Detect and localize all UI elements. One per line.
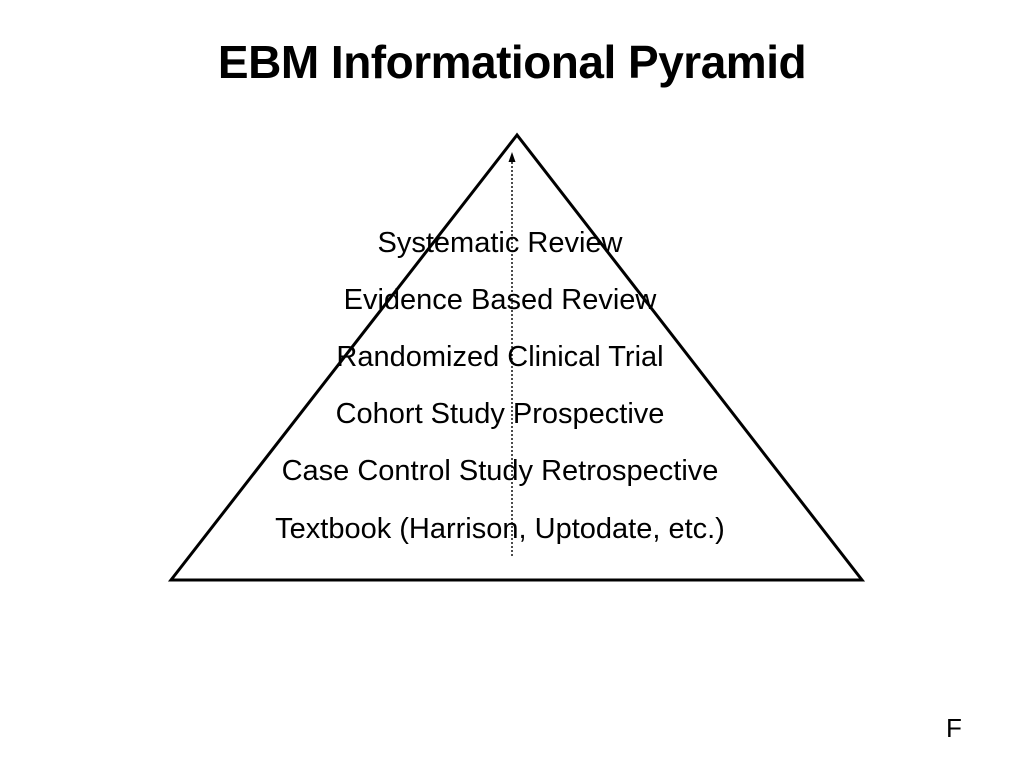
footer-letter: F bbox=[946, 713, 962, 743]
hierarchy-arrowhead-icon bbox=[508, 152, 516, 162]
pyramid-level-cohort-study: Cohort Study Prospective bbox=[335, 398, 665, 430]
pyramid-outline bbox=[167, 132, 866, 582]
pyramid-level-textbook: Textbook (Harrison, Uptodate, etc.) bbox=[275, 513, 725, 545]
slide-title: EBM Informational Pyramid bbox=[217, 36, 807, 88]
pyramid-level-randomized-clinical-trial: Randomized Clinical Trial bbox=[336, 341, 664, 373]
pyramid-level-case-control-study: Case Control Study Retrospective bbox=[281, 455, 719, 487]
pyramid-level-systematic-review: Systematic Review bbox=[377, 227, 623, 259]
pyramid-level-evidence-based-review: Evidence Based Review bbox=[343, 284, 657, 316]
